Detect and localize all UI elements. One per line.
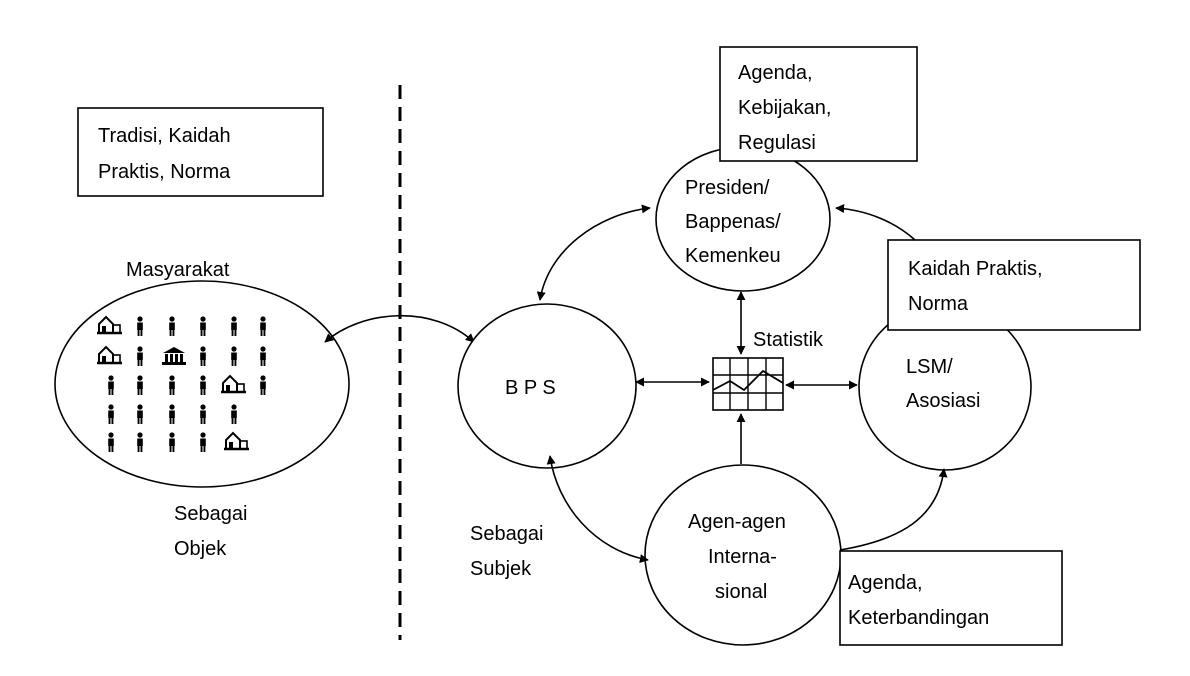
statistics-chart-icon — [712, 357, 784, 411]
presiden-label: Presiden/ Bappenas/ Kemenkeu — [685, 177, 786, 267]
agenda-kebijakan-text: Agenda, Kebijakan, Regulasi — [738, 62, 837, 154]
bps-label: B P S — [505, 377, 556, 399]
agenda-keterbandingan-box: Agenda, Keterbandingan — [839, 550, 1063, 646]
agen-lsm-edge — [839, 468, 948, 551]
masyarakat-label: Masyarakat — [126, 259, 230, 281]
tradisi-text: Tradisi, Kaidah Praktis, Norma — [98, 125, 236, 183]
statistik-label: Statistik — [753, 329, 824, 351]
lsm-label: LSM/ Asosiasi — [906, 356, 980, 412]
agenda-kebijakan-box: Agenda, Kebijakan, Regulasi — [719, 46, 918, 162]
masyarakat-bps-edge — [324, 314, 475, 343]
bps-presiden-edge — [536, 204, 651, 301]
agen-label: Agen-agen Interna- sional — [688, 511, 791, 603]
lsm-presiden-edge — [835, 204, 916, 241]
kaidah-box: Kaidah Praktis, Norma — [887, 239, 1141, 331]
agenda-keterbandingan-text: Agenda, Keterbandingan — [848, 572, 989, 629]
tradisi-box: Tradisi, Kaidah Praktis, Norma — [77, 107, 324, 197]
objek-label: Sebagai Objek — [174, 503, 253, 560]
kaidah-text: Kaidah Praktis, Norma — [908, 258, 1048, 315]
subjek-label: Sebagai Subjek — [470, 523, 549, 580]
bps-agen-edge — [546, 455, 649, 563]
